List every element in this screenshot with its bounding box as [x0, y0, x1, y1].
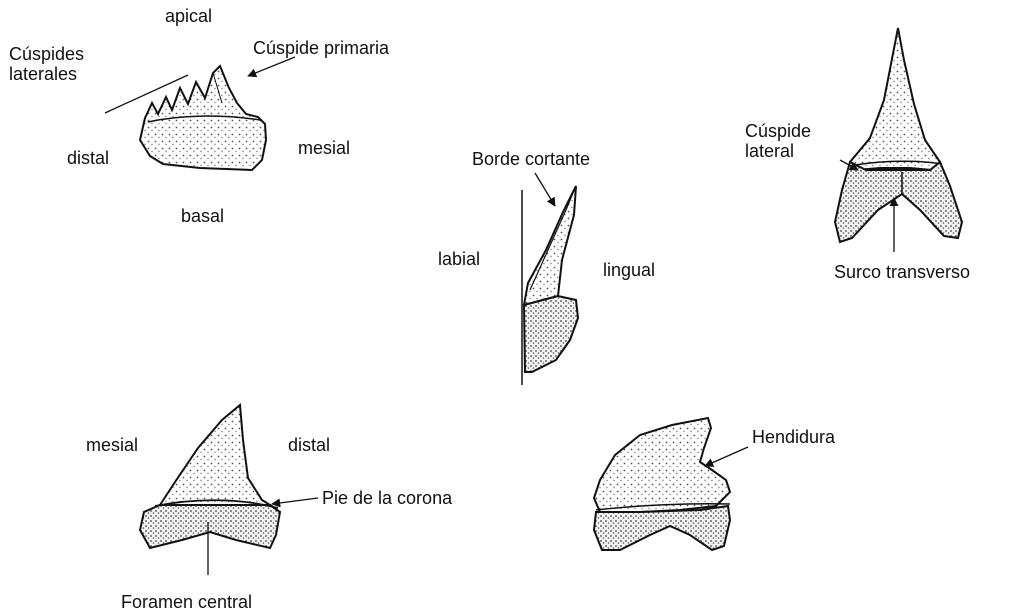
- tooth-notched: [594, 418, 748, 550]
- tooth2-cutting-edge-arrow: [535, 173, 555, 206]
- label-labial: labial: [438, 249, 480, 269]
- tooth4-crown-foot-arrow: [272, 498, 318, 504]
- label-mesial-top: mesial: [298, 138, 350, 158]
- tooth5-crown: [594, 418, 730, 512]
- label-lateral-cusp: Cúspide lateral: [745, 121, 811, 161]
- label-distal-top: distal: [67, 148, 109, 168]
- tooth-cross-section: [522, 173, 578, 385]
- label-primary-cusp: Cúspide primaria: [253, 38, 389, 58]
- label-crown-foot: Pie de la corona: [322, 488, 452, 508]
- label-central-foramen: Foramen central: [121, 592, 252, 612]
- tooth2-root: [524, 296, 578, 372]
- tooth1-primary-cusp-arrow: [248, 57, 295, 76]
- tooth3-crown: [850, 28, 940, 170]
- label-apical: apical: [165, 6, 212, 26]
- label-notch: Hendidura: [752, 427, 835, 447]
- tooth5-notch-arrow: [705, 447, 748, 466]
- tooth-triangular: [140, 405, 318, 575]
- label-lateral-cusps: Cúspides laterales: [9, 44, 84, 84]
- tooth-frontal-view: [835, 28, 962, 252]
- label-mesial-bottom: mesial: [86, 435, 138, 455]
- tooth4-crown: [160, 405, 270, 505]
- label-transverse-groove: Surco transverso: [834, 262, 970, 282]
- label-distal-bottom: distal: [288, 435, 330, 455]
- label-lingual: lingual: [603, 260, 655, 280]
- tooth3-root: [835, 162, 962, 242]
- tooth-lateral-view: [105, 57, 295, 170]
- label-cutting-edge: Borde cortante: [472, 149, 590, 169]
- tooth4-root: [140, 505, 280, 548]
- label-basal: basal: [181, 206, 224, 226]
- tooth5-root: [594, 506, 730, 550]
